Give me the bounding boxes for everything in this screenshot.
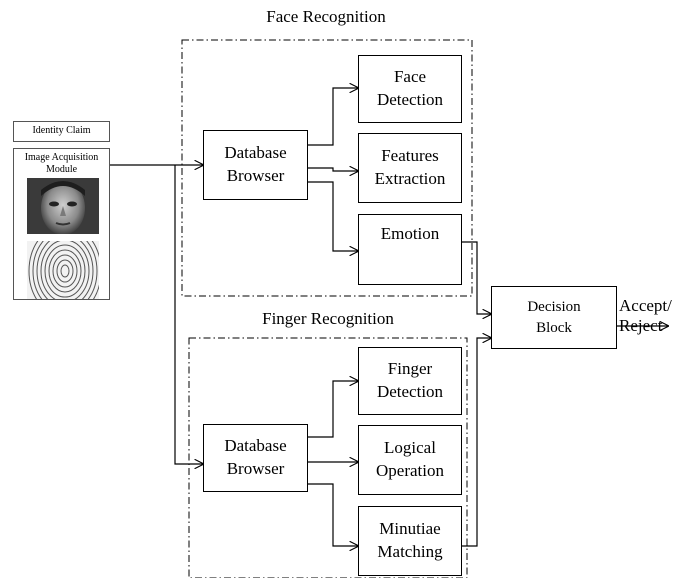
logical-operation-box: Logical Operation (358, 425, 462, 495)
face-database-browser-box: Database Browser (203, 130, 308, 200)
minutiae-matching-box: Minutiae Matching (358, 506, 462, 576)
features-extraction-box: Features Extraction (358, 133, 462, 203)
emotion-to-decision-arrow (462, 241, 491, 314)
identity-claim-box: Identity Claim (13, 121, 110, 142)
face-group-frame (181, 39, 473, 297)
minutiae-to-decision-arrow (462, 338, 491, 547)
identity-claim-label: Identity Claim (32, 125, 91, 136)
accept-reject-label: Accept/ Reject (619, 296, 672, 335)
image-acquisition-label: Image Acquisition Module (24, 152, 99, 175)
face-section-title: Face Recognition (266, 7, 386, 26)
finger-db-to-minutiae-arrow (308, 483, 358, 546)
finger-database-browser-box: Database Browser (203, 424, 308, 492)
finger-db-to-finger-detection-arrow (308, 381, 358, 438)
image-acquisition-panel: Image Acquisition Module (13, 148, 110, 300)
fingerprint-icon (27, 241, 99, 299)
face-db-to-face-detection-arrow (308, 88, 358, 146)
face-db-to-features-arrow (308, 168, 358, 171)
emotion-box: Emotion (358, 214, 462, 285)
finger-section-title: Finger Recognition (262, 309, 394, 328)
face-detection-box: Face Detection (358, 55, 462, 123)
finger-group-frame (188, 337, 468, 578)
face-photo-icon (27, 178, 99, 234)
input-to-finger-db-arrow (174, 165, 203, 464)
face-db-to-emotion-arrow (308, 181, 358, 251)
finger-detection-box: Finger Detection (358, 347, 462, 415)
decision-block-box: Decision Block (491, 286, 617, 349)
